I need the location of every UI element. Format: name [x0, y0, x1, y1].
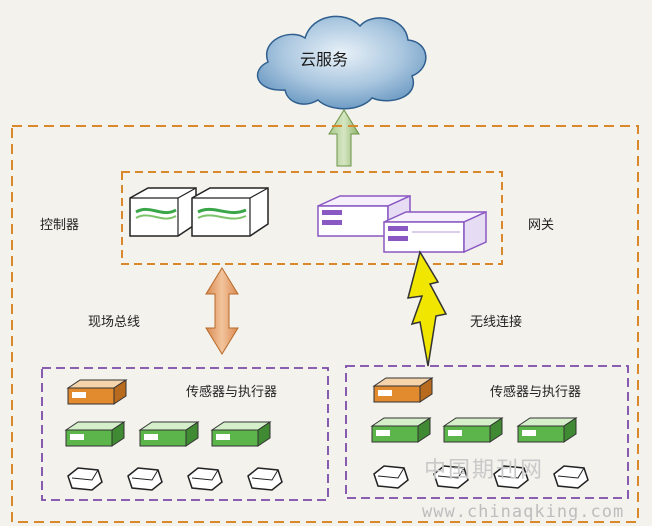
wireless-lightning-icon	[406, 250, 448, 367]
green-module-icon	[370, 417, 432, 443]
controller-label: 控制器	[40, 218, 80, 233]
sensor-node-icon	[373, 465, 409, 489]
control-layer-frame	[121, 171, 503, 265]
sensor-node-icon	[433, 465, 469, 489]
right-sensor-group-frame	[345, 365, 629, 499]
left-sensor-group-label: 传感器与执行器	[186, 385, 278, 400]
system-boundary-frame	[11, 125, 639, 523]
gateway-label: 网关	[528, 218, 555, 233]
gateway-device-icon	[317, 194, 487, 254]
left-sensor-group-frame	[41, 367, 329, 501]
green-module-icon	[138, 421, 200, 447]
orange-module-icon	[372, 377, 434, 403]
right-sensor-group-label: 传感器与执行器	[490, 385, 582, 400]
sensor-node-icon	[67, 467, 103, 491]
right-sensor-devices	[370, 377, 589, 489]
sensor-node-icon	[553, 465, 589, 489]
cloud-service-icon	[256, 15, 427, 110]
sensor-node-icon	[493, 465, 529, 489]
left-sensor-devices	[64, 379, 283, 491]
green-module-icon	[442, 417, 504, 443]
fieldbus-arrow	[205, 267, 239, 355]
wireless-label: 无线连接	[470, 315, 523, 330]
sensor-node-icon	[127, 467, 163, 491]
cloud-service-label: 云服务	[300, 50, 349, 69]
green-module-icon	[210, 421, 272, 447]
green-module-icon	[64, 421, 126, 447]
watermark-cn: 中国期刊网	[424, 458, 545, 483]
sensor-node-icon	[187, 467, 223, 491]
controller-device-icon	[129, 187, 269, 237]
sensor-node-icon	[247, 467, 283, 491]
orange-module-icon	[66, 379, 128, 405]
watermark-url: www.chinaqking.com	[422, 502, 625, 522]
green-module-icon	[516, 417, 578, 443]
uplink-arrow	[328, 109, 360, 167]
fieldbus-label: 现场总线	[88, 315, 141, 330]
